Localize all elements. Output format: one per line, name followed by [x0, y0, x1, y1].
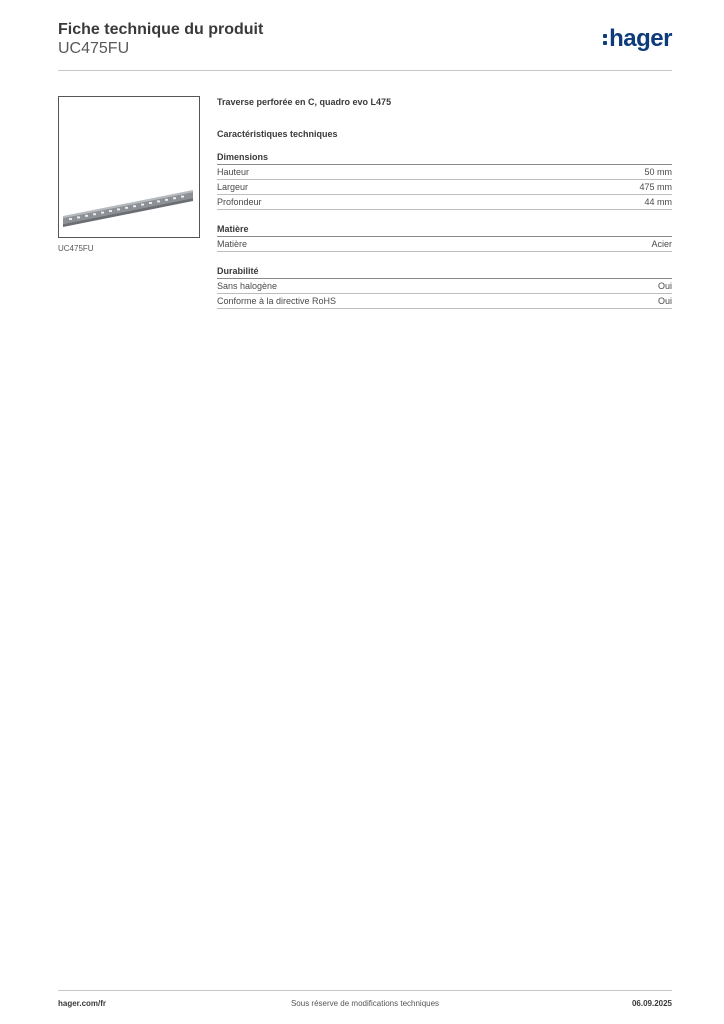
- hager-logo: hager: [603, 26, 672, 52]
- footer-website-link[interactable]: hager.com/fr: [58, 999, 107, 1008]
- spec-value: 475 mm: [639, 182, 672, 192]
- product-details: Traverse perforée en C, quadro evo L475 …: [217, 96, 672, 321]
- spec-label: Sans halogène: [217, 281, 278, 291]
- section-title: Durabilité: [217, 264, 672, 279]
- spec-label: Hauteur: [217, 167, 250, 177]
- page-header: Fiche technique du produit UC475FU hager: [58, 20, 672, 71]
- spec-value: 50 mm: [644, 167, 672, 177]
- page-footer: Sous réserve de modifications techniques…: [58, 990, 672, 1011]
- specs-heading: Caractéristiques techniques: [217, 129, 338, 139]
- spec-row: Hauteur 50 mm: [217, 165, 672, 180]
- section-title: Dimensions: [217, 150, 672, 165]
- product-image: [58, 96, 200, 238]
- spec-value: Oui: [657, 296, 672, 306]
- spec-label: Profondeur: [217, 197, 262, 207]
- product-reference: UC475FU: [58, 40, 130, 57]
- spec-row: Profondeur 44 mm: [217, 195, 672, 210]
- spec-label: Matière: [217, 239, 248, 249]
- logo-text: hager: [609, 25, 672, 52]
- footer-disclaimer: Sous réserve de modifications techniques: [290, 999, 440, 1008]
- logo-dots-icon: [603, 32, 608, 46]
- spec-value: Oui: [657, 281, 672, 291]
- document-title: Fiche technique du produit: [58, 21, 264, 38]
- section-dimensions: Dimensions Hauteur 50 mm Largeur 475 mm …: [217, 150, 672, 210]
- section-title: Matière: [217, 222, 672, 237]
- spec-row: Matière Acier: [217, 237, 672, 252]
- footer-date: 06.09.2025: [631, 999, 672, 1008]
- spec-row: Sans halogène Oui: [217, 279, 672, 294]
- section-material: Matière Matière Acier: [217, 222, 672, 252]
- spec-row: Largeur 475 mm: [217, 180, 672, 195]
- spec-label: Conforme à la directive RoHS: [217, 296, 337, 306]
- product-title: Traverse perforée en C, quadro evo L475: [217, 97, 392, 107]
- spec-row: Conforme à la directive RoHS Oui: [217, 294, 672, 309]
- section-durability: Durabilité Sans halogène Oui Conforme à …: [217, 264, 672, 309]
- perforated-rail-image: [63, 190, 193, 227]
- image-caption: UC475FU: [58, 244, 94, 253]
- spec-value: Acier: [651, 239, 672, 249]
- spec-label: Largeur: [217, 182, 249, 192]
- spec-value: 44 mm: [644, 197, 672, 207]
